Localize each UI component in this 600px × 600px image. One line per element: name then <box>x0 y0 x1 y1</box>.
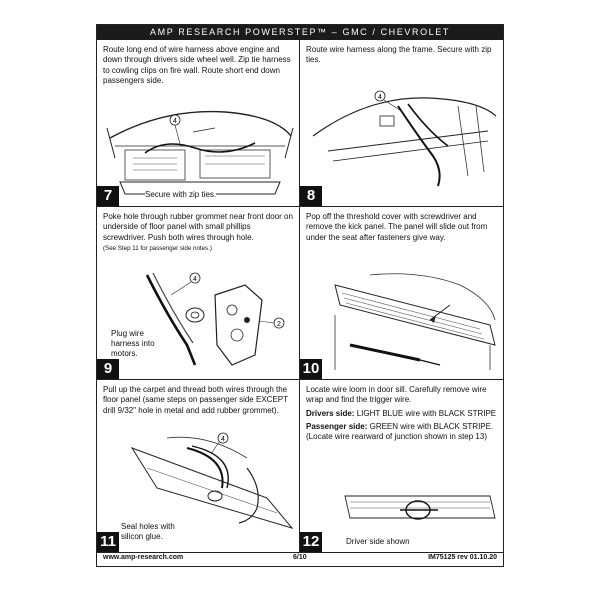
callout-2: 2 <box>277 321 281 328</box>
step-7: Route long end of wire harness above eng… <box>97 40 300 207</box>
step-7-caption: Secure with zip ties. <box>145 190 217 200</box>
door-sill-illustration <box>344 495 496 520</box>
passenger-side-text: GREEN wire with BLACK STRIPE. (Locate wi… <box>306 421 494 442</box>
step-10-number: 10 <box>300 359 322 379</box>
grommet-motor-illustration: 4 2 <box>145 272 285 366</box>
step-12-text: Locate wire loom in door sill. Carefully… <box>306 385 487 405</box>
drivers-side-text: LIGHT BLUE wire with BLACK STRIPE <box>354 408 497 418</box>
step-7-number: 7 <box>97 186 119 206</box>
footer-doc-id: IM75125 rev 01.10.20 <box>428 554 497 561</box>
page-header: AMP RESEARCH POWERSTEP™ – GMC / CHEVROLE… <box>97 25 503 40</box>
step-8: Route wire harness along the frame. Secu… <box>300 40 503 207</box>
step-10-text: Pop off the threshold cover with screwdr… <box>306 212 488 242</box>
step-11: Pull up the carpet and thread both wires… <box>97 380 300 553</box>
callout-4: 4 <box>378 94 382 101</box>
carpet-wires-illustration: 4 <box>130 432 294 529</box>
step-8-text: Route wire harness along the frame. Secu… <box>306 45 492 65</box>
footer-page-number: 6/10 <box>293 554 307 561</box>
step-12-text-block: Locate wire loom in door sill. Carefully… <box>306 385 497 442</box>
step-8-number: 8 <box>300 186 322 206</box>
step-11-number: 11 <box>97 532 119 552</box>
step-9: Poke hole through rubber grommet near fr… <box>97 207 300 380</box>
step-7-text: Route long end of wire harness above eng… <box>103 45 291 85</box>
step-9-text: Poke hole through rubber grommet near fr… <box>103 212 293 242</box>
step-9-caption: Plug wire harness into motors. <box>111 329 159 359</box>
threshold-cover-illustration <box>334 273 496 370</box>
callout-4: 4 <box>173 118 177 125</box>
instruction-page: AMP RESEARCH POWERSTEP™ – GMC / CHEVROLE… <box>96 24 504 567</box>
footer-website: www.amp-research.com <box>103 554 184 561</box>
frame-illustration: 4 <box>312 90 497 187</box>
drivers-side-line: Drivers side: LIGHT BLUE wire with BLACK… <box>306 409 497 419</box>
step-12-caption: Driver side shown <box>346 537 410 547</box>
steps-grid: Route long end of wire harness above eng… <box>97 40 503 553</box>
step-9-text-block: Poke hole through rubber grommet near fr… <box>103 212 293 253</box>
step-9-number: 9 <box>97 359 119 379</box>
engine-bay-illustration: 4 <box>106 110 294 195</box>
passenger-side-line: Passenger side: GREEN wire with BLACK ST… <box>306 422 497 443</box>
page-footer: www.amp-research.com 6/10 IM75125 rev 01… <box>103 552 497 564</box>
callout-4: 4 <box>221 436 225 443</box>
step-9-note: (See Step 11 for passenger side notes.) <box>103 244 212 252</box>
step-12: Locate wire loom in door sill. Carefully… <box>300 380 503 553</box>
passenger-side-label: Passenger side: <box>306 421 368 431</box>
step-10: Pop off the threshold cover with screwdr… <box>300 207 503 380</box>
drivers-side-label: Drivers side: <box>306 408 355 418</box>
callout-4: 4 <box>193 276 197 283</box>
step-11-text: Pull up the carpet and thread both wires… <box>103 385 288 415</box>
step-11-caption: Seal holes with silicon glue. <box>121 522 185 542</box>
step-12-number: 12 <box>300 532 322 552</box>
